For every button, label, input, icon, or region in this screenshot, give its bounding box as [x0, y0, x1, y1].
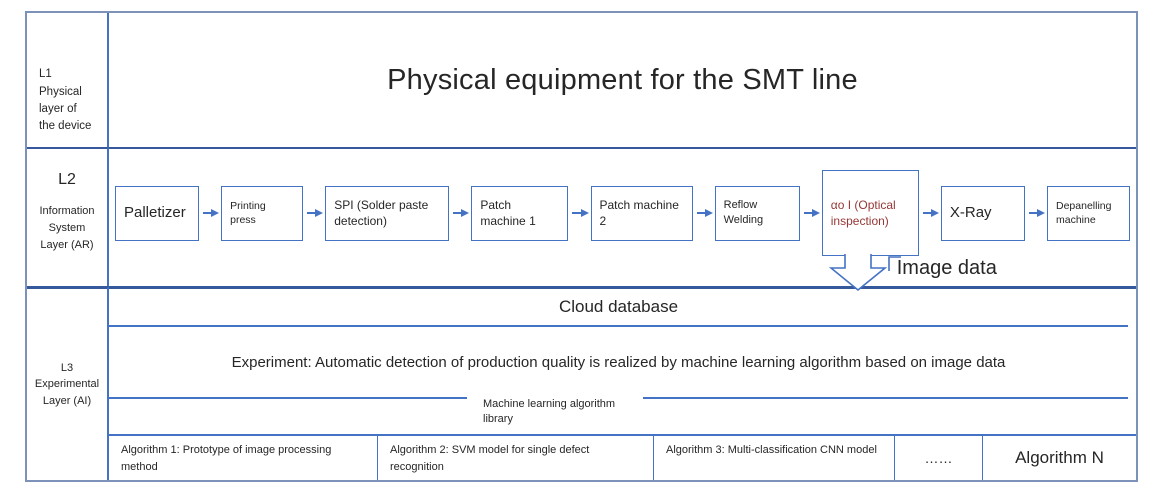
algorithm-cell-dots: ……: [894, 436, 982, 480]
flow-arrow-icon: [803, 208, 820, 217]
algorithm-label: Algorithm 2: SVM model for single defect…: [390, 444, 590, 473]
algorithm-row: Algorithm 1: Prototype of image processi…: [109, 434, 1136, 480]
flow-box-label: Patch machine 1: [480, 197, 536, 228]
flow-box-palletizer: Palletizer: [115, 185, 199, 241]
l1-title-cell: Physical equipment for the SMT line: [109, 13, 1136, 147]
experiment-band: Experiment: Automatic detection of produ…: [109, 327, 1128, 399]
algorithm-label: Algorithm 1: Prototype of image processi…: [121, 444, 332, 473]
l2-layer-label: L2 Information System Layer (AR): [27, 147, 109, 286]
flow-arrow-icon: [453, 208, 470, 217]
flow-box-patch-machine-2: Patch machine 2: [590, 185, 693, 241]
flow-box-label: SPI (Solder paste detection): [334, 197, 429, 228]
flow-box-printing-press: Printing press: [221, 185, 304, 241]
ml-library-band: Machine learning algorithm library: [109, 395, 1128, 434]
cloud-database-band: Cloud database: [109, 289, 1128, 327]
l1-layer-label: L1 Physical layer of the device: [27, 13, 109, 147]
flow-arrow-icon: [203, 208, 220, 217]
l3-layer-label: L3 Experimental Layer (AI): [27, 286, 109, 480]
l3-layer-label-text: L3 Experimental Layer (AI): [34, 361, 100, 407]
flow-box-label: X-Ray: [949, 203, 992, 221]
algorithm-cell-n: Algorithm N: [982, 436, 1136, 480]
ml-library-label: Machine learning algorithm library: [467, 395, 644, 427]
flow-box-label: Depanelling machine: [1056, 199, 1112, 226]
algorithm-cell-2: Algorithm 2: SVM model for single defect…: [377, 436, 653, 480]
flow-arrow-icon: [696, 208, 713, 217]
l3-content: Cloud database Experiment: Automatic det…: [109, 286, 1136, 480]
image-data-down-arrow-icon: [828, 254, 901, 292]
algorithm-cell-1: Algorithm 1: Prototype of image processi…: [109, 436, 377, 480]
flow-arrow-icon: [1028, 208, 1046, 217]
flow-box-label: αo I (Optical inspection): [830, 197, 896, 228]
experiment-text: Experiment: Automatic detection of produ…: [231, 353, 1006, 371]
l2-layer-code: L2: [58, 171, 76, 188]
layer-table: L1 Physical layer of the device Physical…: [25, 11, 1138, 482]
algorithm-dots: ……: [924, 449, 953, 466]
algorithm-label: Algorithm N: [1015, 448, 1104, 468]
cloud-database-title: Cloud database: [558, 297, 679, 316]
flow-box-patch-machine-1: Patch machine 1: [471, 185, 569, 241]
flow-arrow-icon: [922, 208, 940, 217]
equipment-flow: Palletizer Printing press SPI (Solder pa…: [109, 147, 1136, 292]
l1-layer-label-text: L1 Physical layer of the device: [39, 68, 92, 132]
flow-box-label: Patch machine 2: [599, 197, 679, 228]
page-title: Physical equipment for the SMT line: [387, 63, 858, 96]
image-data-label: Image data: [896, 257, 997, 279]
flow-box-x-ray: X-Ray: [940, 185, 1025, 241]
flow-box-spi: SPI (Solder paste detection): [325, 185, 450, 241]
l2-layer-label-text: Information System Layer (AR): [39, 205, 95, 252]
flow-box-reflow-welding: Reflow Welding: [714, 185, 800, 241]
flow-box-label: Reflow Welding: [723, 199, 764, 226]
flow-arrow-icon: [572, 208, 589, 217]
algorithm-cell-3: Algorithm 3: Multi-classification CNN mo…: [653, 436, 894, 480]
flow-box-label: Printing press: [230, 199, 266, 226]
flow-arrow-icon: [307, 208, 324, 217]
flow-box-aoi: αo I (Optical inspection) Image data: [821, 170, 997, 292]
flow-box-depanelling: Depanelling machine: [1047, 185, 1130, 241]
algorithm-label: Algorithm 3: Multi-classification CNN mo…: [666, 444, 877, 456]
flow-box-label: Palletizer: [124, 203, 186, 221]
